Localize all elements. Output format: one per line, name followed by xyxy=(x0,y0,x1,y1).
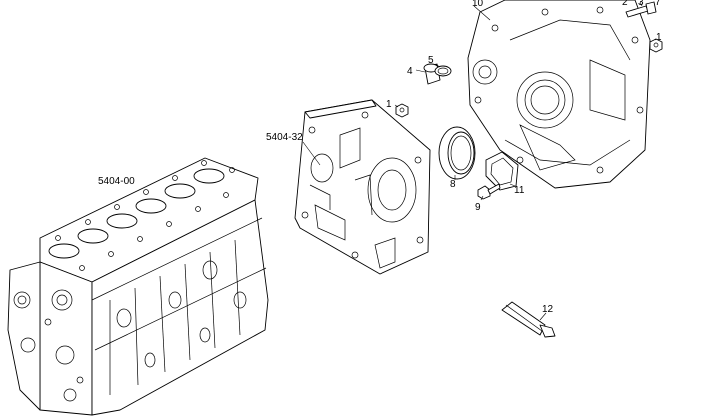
screw-part-9 xyxy=(477,183,501,200)
callout-12: 12 xyxy=(542,304,554,315)
callout-1-left: 1 xyxy=(386,99,392,110)
flywheel-housing xyxy=(467,0,651,189)
engine-block xyxy=(7,157,269,416)
callout-5404-00: 5404-00 xyxy=(98,176,135,187)
gasket-part-11 xyxy=(485,151,519,191)
sealant-tube-part-12 xyxy=(501,301,556,338)
callout-labels: 5404-00 5404-32 1 1 2 3 4 5 7 8 9 10 11 … xyxy=(98,0,662,315)
bolt-part-2 xyxy=(625,1,657,18)
leader-lines xyxy=(302,1,657,321)
callout-3: 3 xyxy=(638,0,644,8)
nut-part-1-right xyxy=(649,38,663,53)
callout-10: 10 xyxy=(472,0,484,9)
o-ring-part-5 xyxy=(434,65,452,77)
callout-9: 9 xyxy=(475,202,481,213)
callout-2: 2 xyxy=(622,0,628,8)
oil-seal-part-8 xyxy=(438,126,476,180)
callout-5404-32: 5404-32 xyxy=(266,132,303,143)
callout-1-right: 1 xyxy=(656,32,662,43)
callout-8: 8 xyxy=(450,179,456,190)
callout-7: 7 xyxy=(655,0,661,8)
timing-cover-plate xyxy=(294,99,431,275)
cylinder-bores xyxy=(48,168,225,259)
callout-5: 5 xyxy=(428,55,434,66)
callout-4: 4 xyxy=(407,66,413,77)
callout-11: 11 xyxy=(514,185,525,196)
nut-part-1-left xyxy=(395,103,409,118)
